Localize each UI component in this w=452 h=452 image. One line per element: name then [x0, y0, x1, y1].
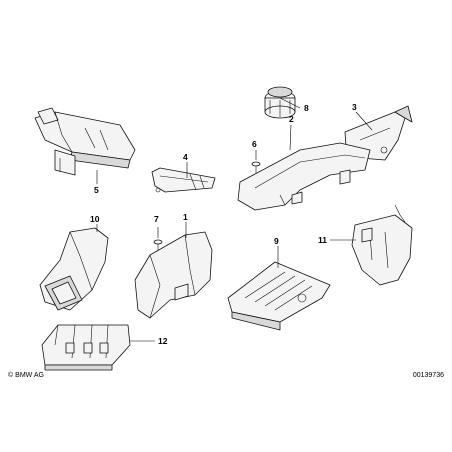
callout-10: 10 [90, 214, 100, 224]
callout-9: 9 [274, 236, 279, 246]
part-9-grille-panel[interactable] [227, 261, 331, 331]
part-2-duct-channel[interactable] [237, 142, 371, 211]
callout-12: 12 [158, 336, 168, 346]
brand-label: © BMW AG [8, 372, 44, 379]
part-10-rect-duct[interactable] [39, 227, 109, 311]
callout-8: 8 [304, 103, 309, 113]
document-number: 00139736 [412, 372, 444, 379]
part-8-cap[interactable] [264, 86, 296, 119]
part-5-duct-housing[interactable] [34, 107, 136, 176]
callout-4: 4 [183, 152, 188, 162]
copyright-symbol: © [8, 372, 14, 379]
callout-6: 6 [252, 139, 257, 149]
brand-name: BMW AG [15, 372, 44, 379]
callout-3: 3 [352, 102, 357, 112]
callout-11: 11 [318, 235, 327, 245]
part-4-bracket[interactable] [151, 167, 216, 193]
callout-1: 1 [183, 212, 188, 222]
part-11-shaped-cover[interactable] [351, 204, 413, 286]
callout-5: 5 [94, 185, 99, 195]
part-7-clip[interactable] [153, 227, 163, 252]
leader-lines [96, 97, 373, 342]
callout-7: 7 [154, 214, 159, 224]
part-12-storage-tray[interactable] [41, 324, 131, 371]
part-1-vertical-duct[interactable] [134, 231, 213, 319]
callout-2: 2 [289, 114, 294, 124]
